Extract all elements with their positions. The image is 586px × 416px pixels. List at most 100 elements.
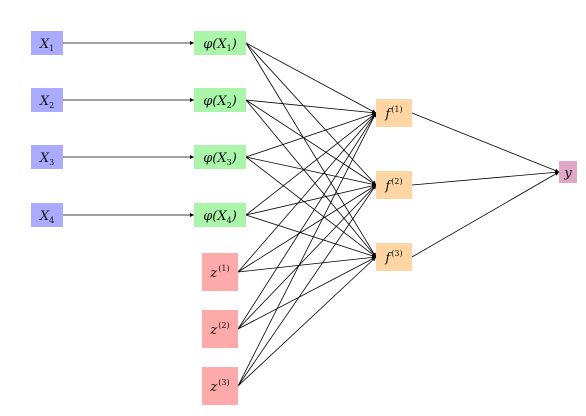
node-label-subscript: 1 [227, 44, 232, 53]
edge-phi3-to-f3 [245, 156, 377, 258]
node-label-base: φ(X [203, 94, 227, 109]
edge-phi4-to-f1 [245, 112, 377, 216]
node-label-subscript: 4 [227, 216, 232, 225]
node-box-phi1 [194, 31, 246, 55]
edge-phi1-to-f2 [245, 42, 377, 186]
node-label-z1: z(1) [209, 264, 229, 281]
node-label-f2: f(2) [384, 177, 402, 194]
node-f1: f(1) [376, 99, 412, 127]
edge-z2-to-f2 [237, 184, 377, 330]
edge-phi1-to-f3 [245, 42, 377, 258]
node-phi3: φ(X3) [194, 145, 246, 169]
node-phi2: φ(X2) [194, 88, 246, 112]
edge-phi2-to-f1 [245, 99, 377, 115]
node-label-superscript: (2) [218, 321, 229, 330]
node-box-x2 [31, 88, 63, 112]
node-label-phi4: φ(X4) [203, 209, 237, 225]
node-x4: X4 [31, 203, 63, 227]
node-f3: f(3) [376, 243, 412, 271]
node-phi4: φ(X4) [194, 203, 246, 227]
edge-f3-to-y [411, 171, 560, 258]
node-label-phi3: φ(X3) [203, 151, 237, 167]
edge-phi1-to-f1 [245, 42, 377, 114]
node-z2: z(2) [202, 310, 238, 348]
edge-phi2-to-f3 [245, 99, 377, 258]
node-label-base: φ(X [203, 209, 227, 224]
node-label-f1: f(1) [384, 105, 402, 122]
node-box-phi2 [194, 88, 246, 112]
edge-z3-to-f2 [237, 184, 377, 387]
node-z1: z(1) [202, 253, 238, 291]
node-label-tail: ) [231, 94, 237, 109]
node-label-superscript: (1) [391, 105, 402, 114]
node-label-superscript: (3) [218, 378, 229, 387]
node-box-phi3 [194, 145, 246, 169]
node-label-subscript: 2 [227, 101, 232, 110]
node-box-z3 [202, 367, 238, 405]
node-label-superscript: (1) [218, 264, 229, 273]
node-box-f1 [376, 99, 412, 127]
node-box-phi4 [194, 203, 246, 227]
node-label-base: f [384, 251, 392, 266]
edge-f2-to-y [411, 170, 560, 186]
node-x3: X3 [31, 145, 63, 169]
edge-z3-to-f1 [237, 112, 377, 387]
node-box-x1 [31, 31, 63, 55]
edge-z2-to-f3 [237, 256, 377, 330]
node-phi1: φ(X1) [194, 31, 246, 55]
node-label-z2: z(2) [209, 321, 229, 338]
node-label-base: φ(X [203, 151, 227, 166]
node-label-base: y [563, 166, 572, 181]
edge-phi3-to-f2 [245, 156, 377, 187]
node-label-subscript: 2 [49, 101, 54, 110]
node-x2: X2 [31, 88, 63, 112]
node-label-x3: X3 [39, 151, 54, 167]
edge-f1-to-y [411, 112, 560, 173]
node-label-phi2: φ(X2) [203, 94, 237, 110]
node-f2: f(2) [376, 171, 412, 199]
node-label-base: X [39, 94, 50, 109]
node-label-base: f [384, 107, 392, 122]
node-label-base: X [39, 151, 50, 166]
node-z3: z(3) [202, 367, 238, 405]
node-box-z2 [202, 310, 238, 348]
edge-z2-to-f1 [237, 112, 377, 330]
edge-phi4-to-f2 [245, 183, 377, 216]
node-label-base: X [39, 209, 50, 224]
node-box-x4 [31, 203, 63, 227]
node-label-subscript: 3 [227, 158, 232, 167]
node-label-tail: ) [231, 209, 237, 224]
node-y: y [559, 161, 577, 183]
node-box-x3 [31, 145, 63, 169]
node-label-tail: ) [231, 151, 237, 166]
node-label-phi1: φ(X1) [203, 37, 237, 53]
node-label-base: f [384, 179, 392, 194]
node-label-superscript: (2) [391, 177, 402, 186]
node-label-x4: X4 [39, 209, 54, 225]
node-label-subscript: 4 [49, 216, 54, 225]
node-label-subscript: 3 [49, 158, 54, 167]
edge-phi3-to-f1 [245, 112, 377, 158]
node-box-y [559, 161, 577, 183]
node-box-f2 [376, 171, 412, 199]
node-label-base: φ(X [203, 37, 227, 52]
node-label-base: z [209, 266, 217, 281]
edge-z1-to-f2 [237, 184, 377, 273]
node-label-y: y [563, 166, 572, 181]
edge-z1-to-f1 [237, 112, 377, 273]
node-label-f3: f(3) [384, 249, 402, 266]
node-label-tail: ) [231, 37, 237, 52]
node-label-superscript: (3) [391, 249, 402, 258]
node-label-base: z [209, 323, 217, 338]
node-label-base: z [209, 380, 217, 395]
node-box-z1 [202, 253, 238, 291]
node-x1: X1 [31, 31, 63, 55]
node-label-x1: X1 [39, 37, 54, 53]
edge-phi4-to-f3 [245, 214, 377, 258]
edge-phi2-to-f2 [245, 99, 377, 186]
node-layer: X1X2X3X4φ(X1)φ(X2)φ(X3)φ(X4)z(1)z(2)z(3)… [31, 31, 577, 405]
edge-z3-to-f3 [237, 256, 377, 387]
edge-z1-to-f3 [237, 255, 377, 273]
node-box-f3 [376, 243, 412, 271]
